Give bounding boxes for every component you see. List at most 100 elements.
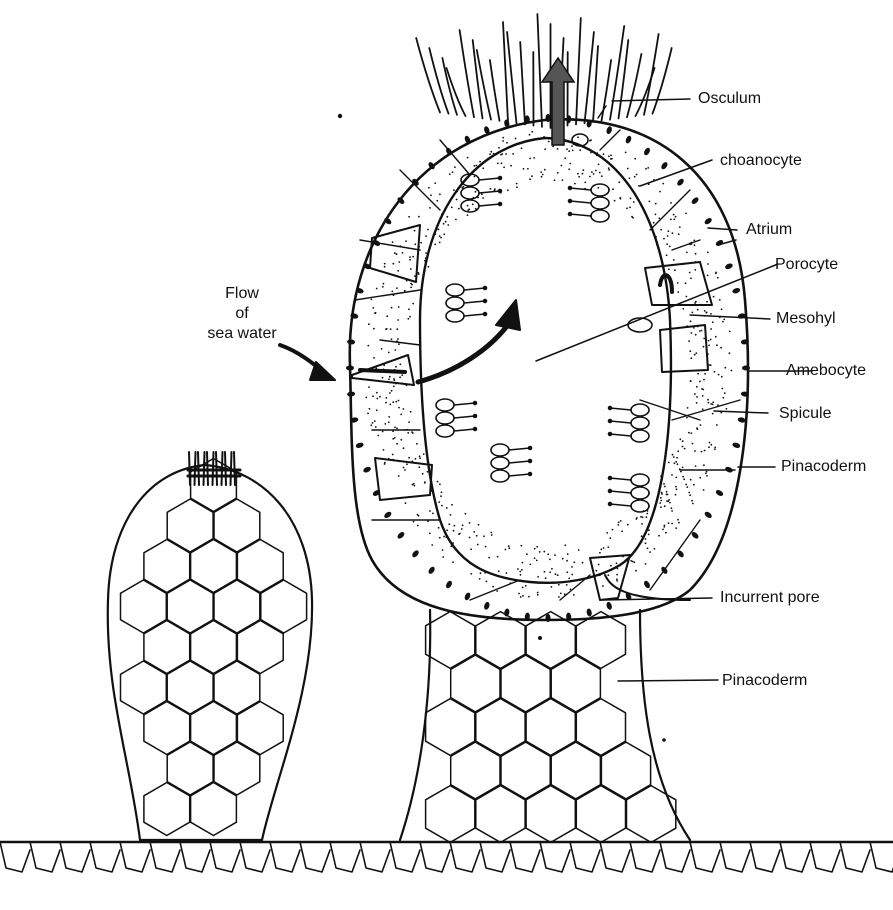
small-osculum-hairs xyxy=(188,452,240,485)
stipple-dot xyxy=(579,149,581,151)
stipple-dot xyxy=(560,593,562,595)
stipple-dot xyxy=(455,219,457,221)
stipple-dot xyxy=(399,376,401,378)
stipple-dot xyxy=(658,535,660,537)
stipple-dot xyxy=(647,547,649,549)
stipple-dot xyxy=(636,518,638,520)
stipple-dot xyxy=(490,188,492,190)
substrate-cell xyxy=(210,842,240,872)
choanocyte-cells xyxy=(436,134,652,512)
stipple-dot xyxy=(482,197,484,199)
stipple-dot xyxy=(490,532,492,534)
stipple-dot xyxy=(719,299,721,301)
large-sponge-stalk xyxy=(400,610,690,840)
stipple-dot xyxy=(404,429,406,431)
stipple-dot xyxy=(544,169,546,171)
wall-dot xyxy=(606,126,613,135)
stipple-dot xyxy=(686,296,688,298)
wall-dot xyxy=(643,147,651,156)
stipple-dot xyxy=(398,306,400,308)
stipple-dot xyxy=(568,578,570,580)
stipple-dot xyxy=(603,153,605,155)
stipple-dot xyxy=(590,152,592,154)
stipple-dot xyxy=(525,585,527,587)
stipple-dot xyxy=(640,516,642,518)
stipple-dot xyxy=(695,301,697,303)
flagellum xyxy=(479,191,500,193)
stalk-pinacoderm-cells xyxy=(426,612,676,843)
stipple-dot xyxy=(646,513,648,515)
wall-dot xyxy=(346,366,354,371)
stipple-dot xyxy=(664,505,666,507)
stipple-dot xyxy=(726,408,728,410)
wall-dot xyxy=(732,442,741,449)
stipple-dot xyxy=(660,506,662,508)
flagellum xyxy=(570,188,591,190)
stipple-dot xyxy=(702,389,704,391)
stipple-dot xyxy=(712,321,714,323)
flagellum xyxy=(454,416,475,418)
stipple-dot xyxy=(431,544,433,546)
stipple-dot xyxy=(451,207,453,209)
stipple-dot xyxy=(391,291,393,293)
exhalant-arrow xyxy=(542,58,574,145)
stipple-dot xyxy=(562,179,564,181)
stipple-dot xyxy=(450,545,452,547)
stipple-dot xyxy=(372,422,374,424)
stipple-dot xyxy=(392,438,394,440)
stipple-dot xyxy=(453,530,455,532)
stipple-dot xyxy=(716,344,718,346)
osculum-hair xyxy=(460,30,474,117)
stipple-dot xyxy=(369,408,371,410)
stipple-dot xyxy=(653,222,655,224)
stipple-dot xyxy=(717,404,719,406)
stipple-dot xyxy=(520,574,522,576)
stipple-dot xyxy=(694,450,696,452)
stipple-dot xyxy=(620,520,622,522)
wall-dot xyxy=(586,608,593,617)
stipple-dot xyxy=(707,263,709,265)
stipple-dot xyxy=(539,551,541,553)
stipple-dot xyxy=(582,173,584,175)
stipple-dot xyxy=(413,521,415,523)
stipple-dot xyxy=(694,354,696,356)
stipple-dot xyxy=(577,136,579,138)
stipple-dot xyxy=(701,451,703,453)
stipple-dot xyxy=(439,235,441,237)
stipple-dot xyxy=(439,193,441,195)
stipple-dot xyxy=(436,200,438,202)
stipple-dot xyxy=(688,432,690,434)
mesohyl-edge xyxy=(470,580,520,600)
flagellum xyxy=(479,178,500,180)
stipple-dot xyxy=(671,510,673,512)
stipple-dot xyxy=(537,576,539,578)
flagellum xyxy=(610,421,631,423)
stipple-dot xyxy=(449,173,451,175)
stipple-dot xyxy=(442,549,444,551)
choanocyte-cell xyxy=(446,297,464,309)
stipple-dot xyxy=(527,168,529,170)
stipple-dot xyxy=(669,502,671,504)
stipple-dot xyxy=(614,200,616,202)
osculum-hair xyxy=(585,32,594,123)
stipple-dot xyxy=(452,542,454,544)
stipple-dot xyxy=(547,553,549,555)
substrate-cell xyxy=(180,842,210,872)
stipple-dot xyxy=(595,170,597,172)
flow-line-2: of xyxy=(235,305,248,322)
label-mesohyl: Mesohyl xyxy=(776,309,836,329)
stipple-dot xyxy=(394,349,396,351)
stipple-dot xyxy=(521,147,523,149)
wall-dot xyxy=(504,608,511,617)
stipple-dot xyxy=(452,561,454,563)
stipple-dot xyxy=(568,150,570,152)
stipple-dot xyxy=(695,352,697,354)
stipple-dot xyxy=(608,169,610,171)
stipple-dot xyxy=(407,318,409,320)
stipple-dot xyxy=(661,478,663,480)
stipple-dot xyxy=(388,421,390,423)
large-sponge-outer-wall xyxy=(350,119,748,620)
stipple-dot xyxy=(699,477,701,479)
choanocyte-cell xyxy=(446,310,464,322)
